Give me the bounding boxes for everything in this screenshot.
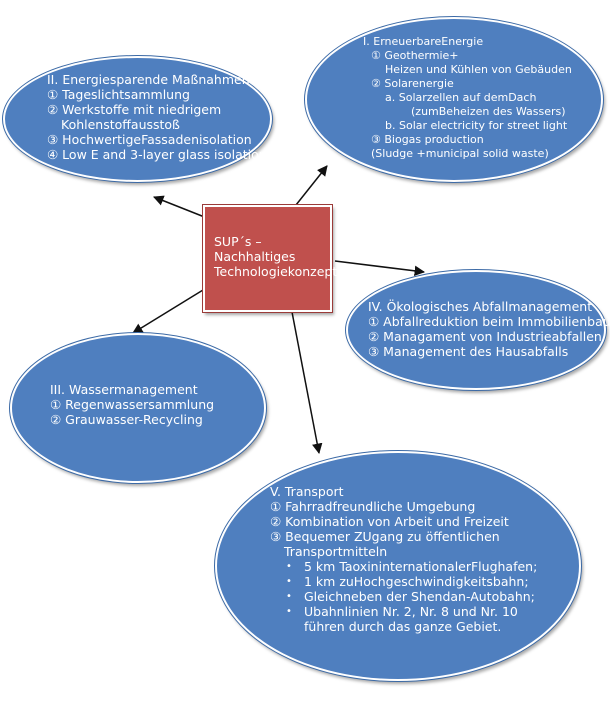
node-line: (zumBeheizen des Wassers): [411, 105, 566, 118]
node-title: I. ErneuerbareEnergie: [363, 35, 484, 48]
center-line: Nachhaltiges: [214, 249, 296, 264]
node-line: ① Abfallreduktion beim Immobilienbau: [368, 314, 610, 329]
bullet-item: Ubahnlinien Nr. 2, Nr. 8 und Nr. 10: [270, 604, 537, 619]
node-line: ① Fahrradfreundliche Umgebung: [270, 499, 476, 514]
arrow-to-renewable-energy: [291, 165, 328, 211]
node-line: a. Solarzellen auf demDach: [385, 91, 537, 104]
central-concept-box: SUP´s – Nachhaltiges Technologiekonzept: [203, 205, 338, 312]
node-line: ① Geothermie+: [371, 49, 459, 62]
node-line: (Sludge +municipal solid waste): [371, 147, 549, 160]
node-line: Transportmitteln: [284, 544, 388, 559]
node-line: ① Tageslichtsammlung: [47, 87, 190, 102]
node-transport: V. Transport ① Fahrradfreundliche Umgebu…: [215, 451, 581, 681]
bullet-item: 5 km TaoxininternationalerFlughafen;: [270, 559, 537, 574]
bullet-item: 1 km zuHochgeschwindigkeitsbahn;: [270, 574, 537, 589]
node-line: b. Solar electricity for street light: [385, 119, 568, 132]
node-title: V. Transport: [270, 484, 344, 499]
arrow-to-transport: [291, 311, 323, 455]
arrow-to-water-management: [132, 289, 204, 334]
arrow-to-ecological-waste: [334, 260, 426, 277]
node-line: ③ Management des Hausabfalls: [368, 344, 569, 359]
node-line: ① Regenwassersammlung: [50, 397, 215, 412]
bullet-continuation: führen durch das ganze Gebiet.: [304, 619, 502, 634]
center-line: SUP´s –: [214, 234, 262, 249]
node-line: ③ HochwertigeFassadenisolation: [47, 132, 252, 147]
node-line: ② Werkstoffe mit niedrigem: [47, 102, 222, 117]
node-line: ② Managament von Industrieabfallen: [368, 329, 602, 344]
node-line: Heizen und Kühlen von Gebäuden: [385, 63, 572, 76]
node-line: ③ Bequemer ZUgang zu öffentlichen: [270, 529, 500, 544]
node-ecological-waste: IV. Ökologisches Abfallmanagement ① Abfa…: [346, 270, 610, 390]
node-renewable-energy: I. ErneuerbareEnergie ① Geothermie+ Heiz…: [305, 17, 603, 182]
node-title: III. Wassermanagement: [50, 382, 198, 397]
node-title: II. Energiesparende Maßnahmen: [47, 72, 250, 87]
node-line: ③ Biogas production: [371, 133, 484, 146]
arrow-to-energy-saving: [153, 195, 208, 219]
node-title: IV. Ökologisches Abfallmanagement: [368, 299, 593, 314]
bullet-item: Gleichneben der Shendan-Autobahn;: [270, 589, 537, 604]
node-water-management: III. Wassermanagement ① Regenwassersamml…: [10, 333, 266, 483]
node-line: ② Grauwasser-Recycling: [50, 412, 203, 427]
node-line: ② Kombination von Arbeit und Freizeit: [270, 514, 509, 529]
center-line: Technologiekonzept: [214, 264, 338, 279]
node-line: ④ Low E and 3-layer glass isolation: [47, 147, 267, 162]
node-energy-saving: II. Energiesparende Maßnahmen ① Tageslic…: [3, 56, 272, 182]
node-line: Kohlenstoffausstoß: [61, 117, 180, 132]
node-line: ② Solarenergie: [371, 77, 454, 90]
